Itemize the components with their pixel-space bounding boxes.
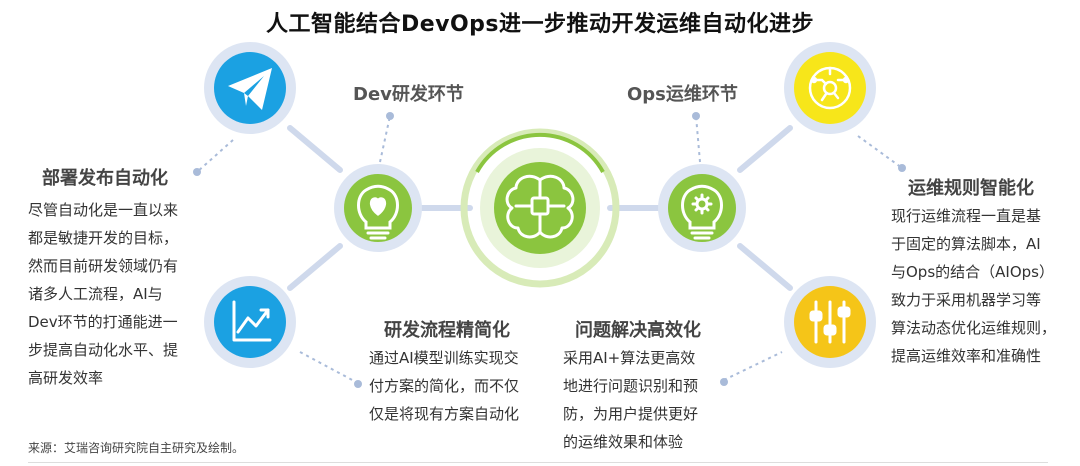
- deploy-line: 都是敏捷开发的目标，: [28, 229, 179, 247]
- deploy-line: 高研发效率: [28, 369, 104, 387]
- rules-disc: [794, 52, 866, 124]
- callout-deploy: [196, 139, 234, 173]
- streamline-heading: 研发流程精简化: [384, 320, 510, 341]
- streamline-line: 付方案的简化，而不仅: [369, 377, 520, 395]
- dot-rules: [898, 164, 906, 172]
- connector-ops-rules: [737, 125, 793, 173]
- dot-dev-label: [386, 112, 394, 120]
- efficiency-line: 的运维效果和体验: [563, 433, 684, 451]
- connector-ops-sliders: [737, 243, 793, 291]
- rules-line: 与Ops的结合（AIOps）: [891, 263, 1054, 281]
- deploy-text: 尽管自动化是一直以来 都是敏捷开发的目标， 然而目前研发领域仍有 诸多人工流程，…: [28, 196, 178, 392]
- sliders-icon: [809, 300, 851, 344]
- callout-rules: [857, 135, 903, 169]
- paper-plane-icon: [228, 68, 272, 110]
- efficiency-line: 采用AI+算法更高效: [563, 349, 696, 367]
- dot-efficiency: [720, 378, 728, 386]
- dev-node: [334, 164, 422, 252]
- trend-chart-icon: [232, 300, 272, 342]
- ops-node: [658, 164, 746, 252]
- rules-node: [784, 42, 876, 134]
- efficiency-text: 采用AI+算法更高效 地进行问题识别和预 防，为用户提供更好 的运维效果和体验: [563, 344, 698, 456]
- rules-line: 算法动态优化运维规则，: [891, 319, 1057, 337]
- lightbulb-heart-icon: [357, 184, 399, 240]
- center-ring-outer: [460, 128, 620, 288]
- callout-ops-label: [695, 115, 701, 163]
- deploy-disc: [214, 52, 286, 124]
- source-note: 来源：艾瑞咨询研究院自主研究及绘制。: [28, 441, 245, 455]
- rules-heading: 运维规则智能化: [908, 178, 1034, 199]
- center-node: [460, 128, 620, 288]
- rules-line: 现行运维流程一直是基: [891, 207, 1042, 225]
- callouts: [196, 115, 903, 383]
- dot-trend: [354, 380, 362, 388]
- sliders-node: [784, 276, 876, 368]
- dot-deploy: [193, 168, 201, 176]
- rules-line: 提高运维效率和准确性: [891, 347, 1042, 365]
- deploy-line: 尽管自动化是一直以来: [28, 201, 179, 219]
- brain-chip-icon: [505, 174, 575, 239]
- ops-label: Ops运维环节: [627, 84, 738, 105]
- bottom-divider: [28, 462, 1048, 463]
- circuit-target-icon: [808, 66, 852, 110]
- page-title: 人工智能结合DevOps进一步推动开发运维自动化进步: [265, 12, 815, 37]
- lightbulb-gear-icon: [681, 184, 723, 240]
- streamline-line: 仅是将现有方案自动化: [369, 405, 520, 423]
- deploy-node: [204, 42, 296, 134]
- rules-line: 于固定的算法脚本，AI: [891, 235, 1041, 253]
- streamline-text: 通过AI模型训练实现交 付方案的简化，而不仅 仅是将现有方案自动化: [369, 344, 519, 428]
- rules-text: 现行运维流程一直是基 于固定的算法脚本，AI 与Ops的结合（AIOps） 致力…: [891, 202, 1056, 370]
- callout-trend: [299, 351, 357, 383]
- streamline-line: 通过AI模型训练实现交: [369, 349, 519, 367]
- rules-line: 致力于采用机器学习等: [891, 291, 1042, 309]
- efficiency-heading: 问题解决高效化: [575, 320, 701, 341]
- deploy-heading: 部署发布自动化: [42, 168, 168, 189]
- deploy-line: 诸多人工流程，AI与: [28, 285, 163, 303]
- connector-dev-deploy: [287, 125, 343, 173]
- connector-dev-trend: [287, 243, 343, 291]
- center-disc: [494, 162, 586, 254]
- deploy-line: 然而目前研发领域仍有: [28, 257, 179, 275]
- callout-efficiency: [723, 351, 783, 381]
- callout-dots: [193, 112, 906, 388]
- efficiency-line: 防，为用户提供更好: [563, 405, 699, 423]
- callout-dev-label: [379, 115, 391, 163]
- dot-ops-label: [692, 112, 700, 120]
- center-ring-accent: [475, 132, 605, 173]
- efficiency-line: 地进行问题识别和预: [563, 377, 699, 395]
- deploy-line: Dev环节的打通能进一: [28, 313, 178, 331]
- dev-label: Dev研发环节: [353, 84, 464, 105]
- deploy-line: 步提高自动化水平、提: [28, 341, 179, 359]
- trend-node: [204, 276, 296, 368]
